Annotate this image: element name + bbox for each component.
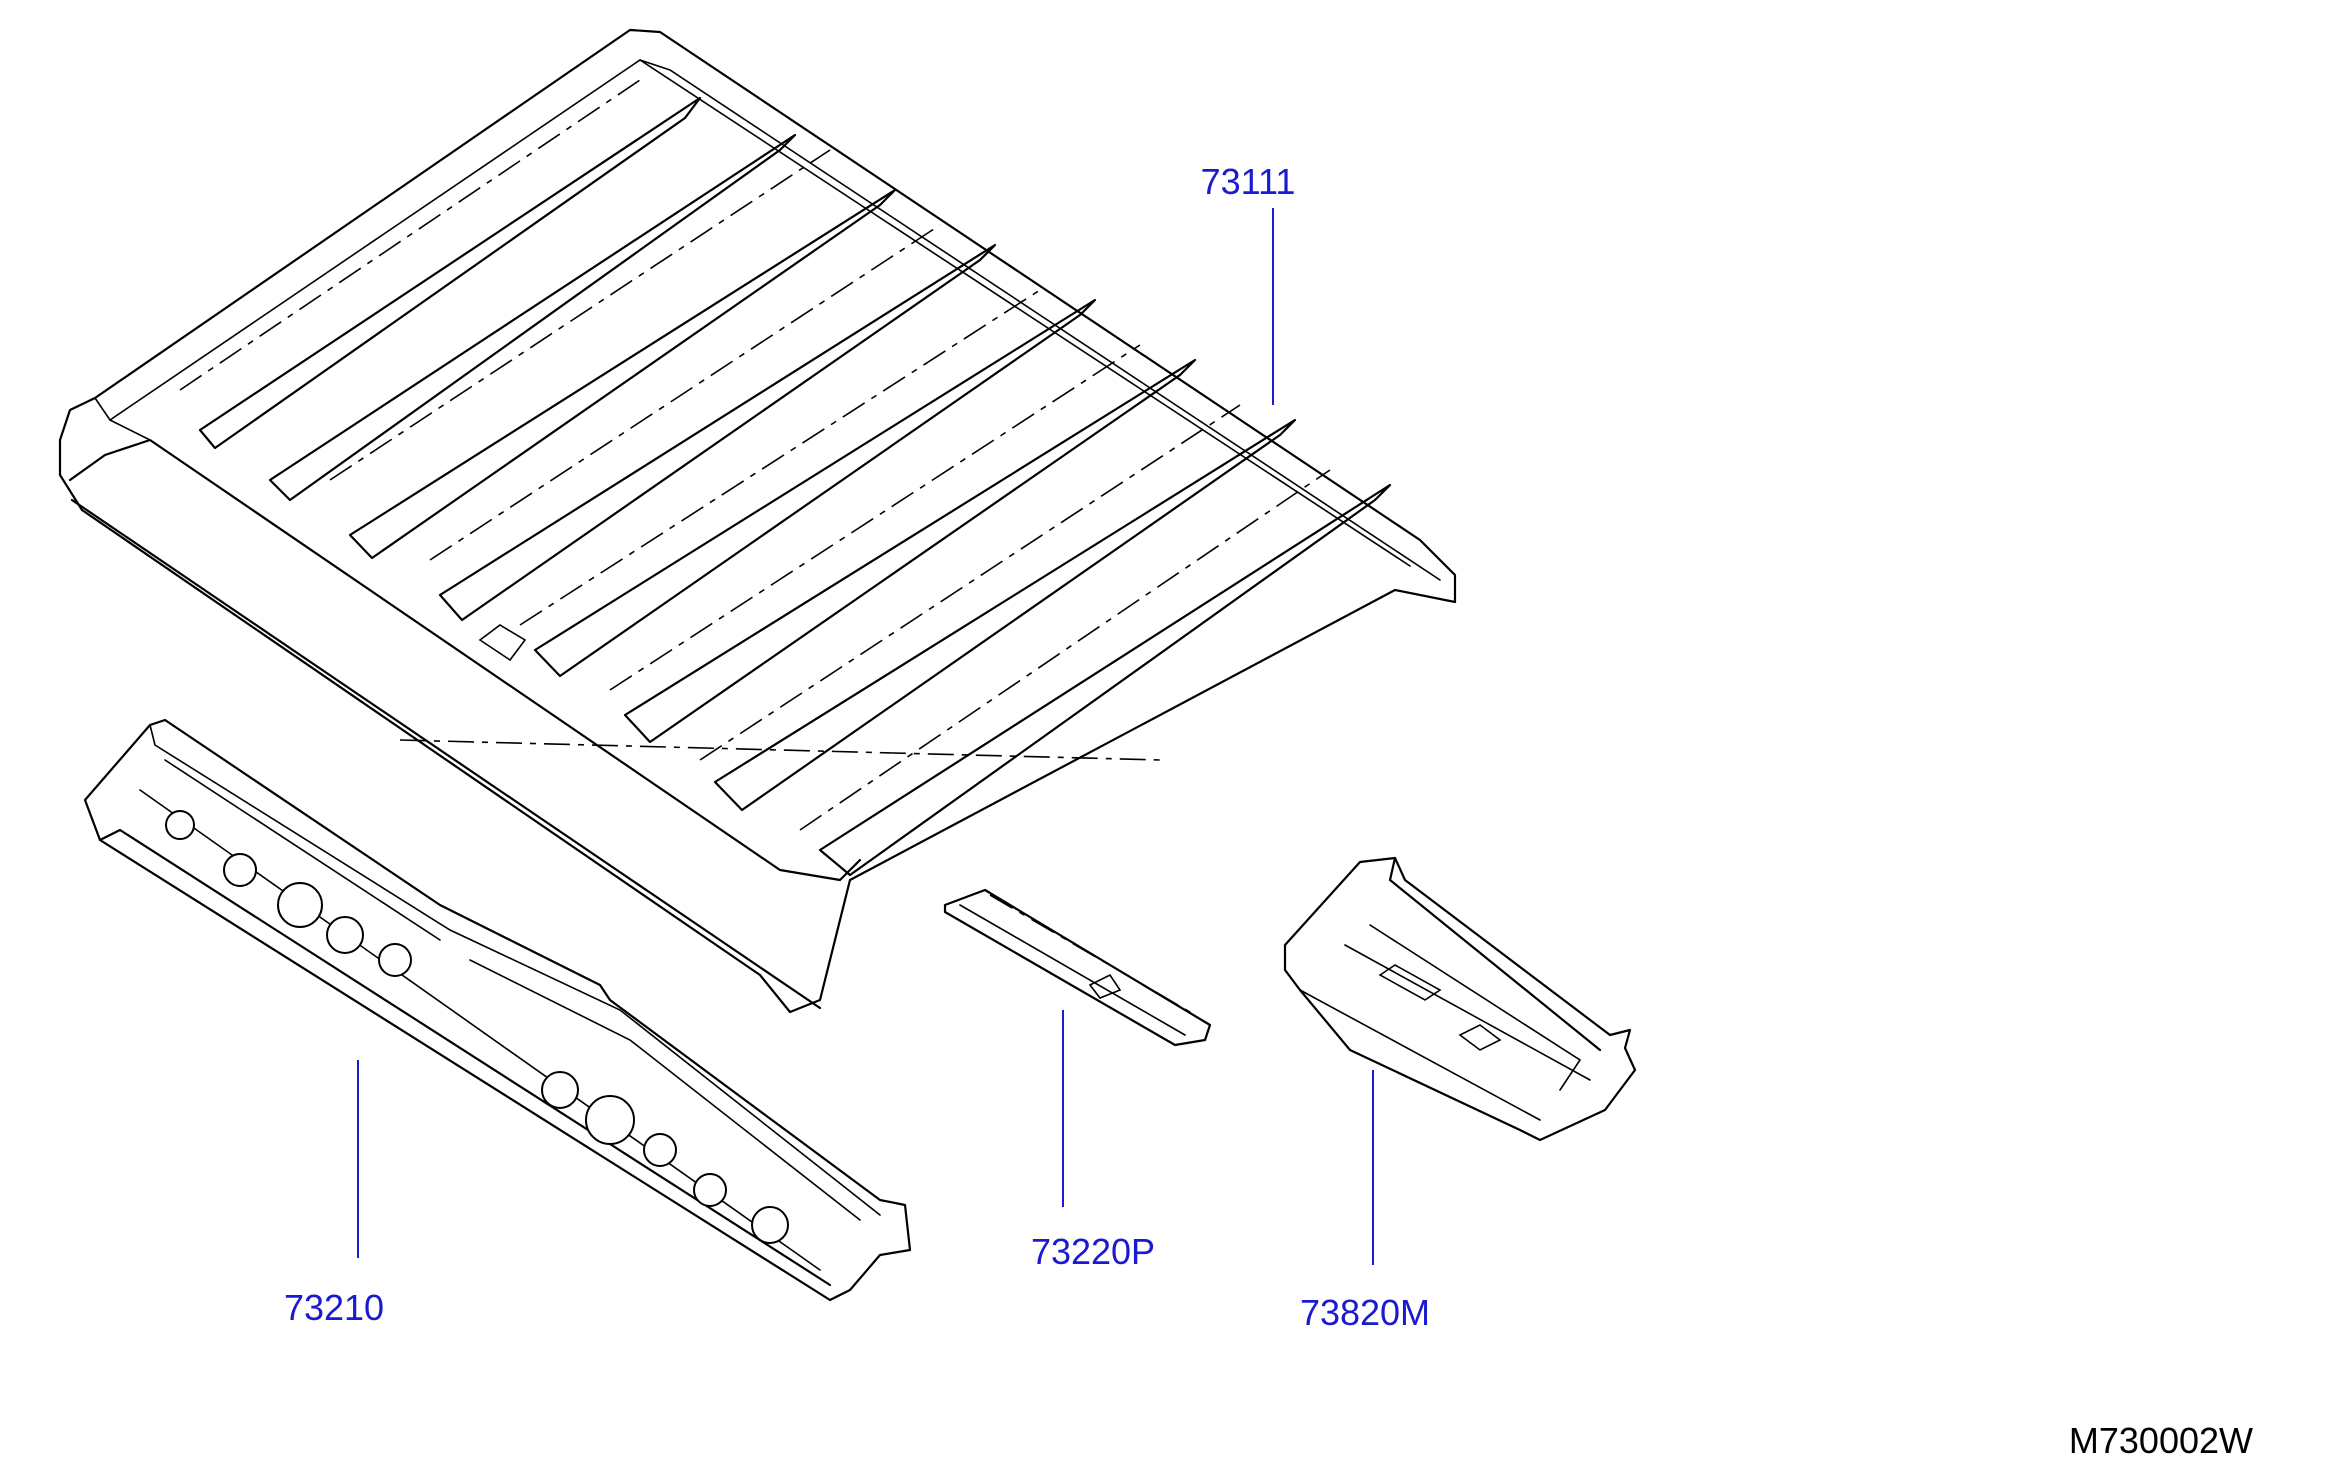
- callout-73111[interactable]: 73111: [1201, 161, 1296, 202]
- roof-bow-drawing: [943, 888, 1212, 1047]
- roof-panel-drawing: [58, 28, 1457, 1014]
- rear-rail-drawing: [1283, 856, 1637, 1142]
- callout-73220P[interactable]: 73220P: [1031, 1231, 1155, 1272]
- callout-73820M[interactable]: 73820M: [1300, 1292, 1430, 1333]
- callout-73210[interactable]: 73210: [284, 1287, 384, 1328]
- front-rail-drawing: [83, 718, 912, 1302]
- diagram-reference-code: M730002W: [2069, 1420, 2253, 1461]
